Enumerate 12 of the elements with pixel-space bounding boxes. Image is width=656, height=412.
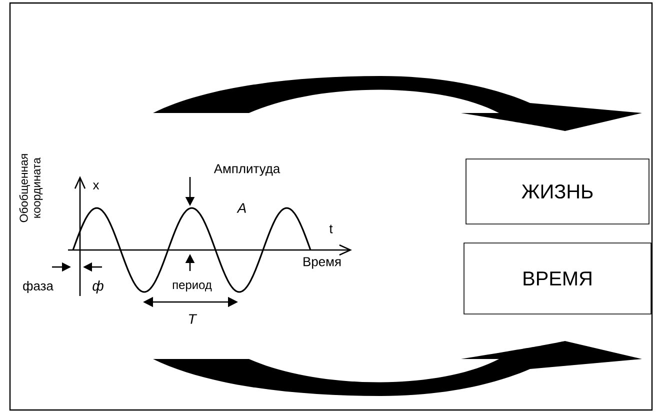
axis-title: Обобщенная координата [19, 154, 43, 222]
amplitude-label: Амплитуда [214, 164, 280, 176]
axis-label: Время [304, 257, 341, 269]
axis-label: t [329, 224, 333, 234]
symbol-label: ф [92, 280, 104, 294]
symbol-label: A [236, 203, 246, 213]
phase-label: фаза [23, 280, 54, 294]
text-box: ЖИЗНЬ [466, 158, 650, 224]
axis-label: x [92, 182, 100, 190]
symbol-label: T [189, 314, 198, 324]
text-box: ВРЕМЯ [464, 242, 652, 314]
period-label: период [172, 282, 212, 292]
